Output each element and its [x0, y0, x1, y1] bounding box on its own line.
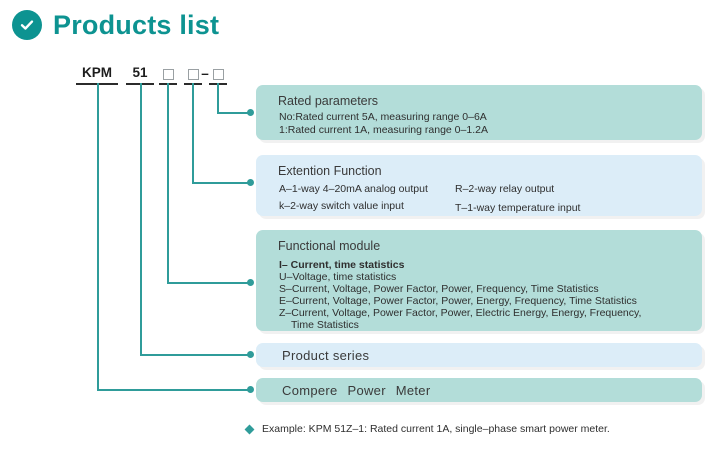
box-functional-module: Functional module I– Current, time stati…	[256, 230, 702, 331]
box-rated-line-2: 1:Rated current 1A, measuring range 0–1.…	[279, 124, 488, 136]
connector-functional-horizontal	[167, 282, 252, 284]
box-functional-line-5: Z–Current, Voltage, Power Factor, Power,…	[279, 307, 642, 319]
code-square-module	[162, 68, 174, 80]
connector-rated-horizontal	[217, 112, 252, 114]
box-compere-power-meter-title: Compere Power Meter	[282, 383, 431, 398]
diamond-bullet-icon	[244, 424, 255, 434]
code-segment-module	[159, 64, 177, 83]
box-functional-line-1: I– Current, time statistics	[279, 259, 405, 271]
box-extention-col1-line-1: A–1-way 4–20mA analog output	[279, 183, 428, 195]
code-square-rated	[212, 68, 224, 80]
connector-meter-horizontal	[97, 389, 252, 391]
page-title: Products list	[53, 9, 220, 40]
box-functional-line-6: Time Statistics	[291, 319, 359, 331]
footnote: Example: KPM 51Z–1: Rated current 1A, si…	[244, 422, 610, 436]
code-square-extention	[187, 68, 199, 80]
connector-extention-horizontal	[192, 182, 252, 184]
check-circle-icon	[12, 10, 42, 40]
connector-dot-meter	[247, 386, 254, 393]
box-extention-function: Extention Function A–1-way 4–20mA analog…	[256, 155, 702, 216]
code-separator: –	[201, 66, 209, 81]
code-segment-series: 51	[132, 65, 148, 80]
box-extention-title: Extention Function	[278, 164, 382, 178]
box-functional-title: Functional module	[278, 239, 381, 253]
box-functional-line-3: S–Current, Voltage, Power Factor, Power,…	[279, 283, 599, 295]
connector-dot-rated	[247, 109, 254, 116]
box-product-series-title: Product series	[282, 348, 370, 363]
box-rated-title: Rated parameters	[278, 94, 379, 108]
code-segment-kpm: KPM	[82, 65, 112, 80]
code-segment-rated	[209, 64, 227, 83]
box-functional-line-4: E–Current, Voltage, Power Factor, Power,…	[279, 295, 637, 307]
box-compere-power-meter: Compere Power Meter	[256, 378, 702, 402]
box-extention-col2-line-1: R–2-way relay output	[455, 183, 555, 195]
connector-extention-vertical	[192, 83, 194, 183]
connector-dot-series	[247, 351, 254, 358]
page-header: Products list	[12, 10, 219, 40]
connector-rated-vertical	[217, 83, 219, 113]
box-functional-line-2: U–Voltage, time statistics	[279, 271, 397, 283]
box-extention-col1-line-2: k–2-way switch value input	[279, 200, 404, 212]
footnote-text: Example: KPM 51Z–1: Rated current 1A, si…	[262, 423, 610, 435]
connector-functional-vertical	[167, 83, 169, 283]
box-product-series: Product series	[256, 343, 702, 367]
connector-series-vertical	[140, 83, 142, 355]
box-extention-col2-line-2: T–1-way temperature input	[455, 202, 581, 214]
box-rated-parameters: Rated parameters No:Rated current 5A, me…	[256, 85, 702, 140]
connector-dot-extention	[247, 179, 254, 186]
connector-series-horizontal	[140, 354, 252, 356]
box-rated-line-1: No:Rated current 5A, measuring range 0–6…	[279, 111, 487, 123]
connector-dot-functional	[247, 279, 254, 286]
code-segment-extention	[184, 64, 202, 83]
connector-meter-vertical	[97, 83, 99, 390]
